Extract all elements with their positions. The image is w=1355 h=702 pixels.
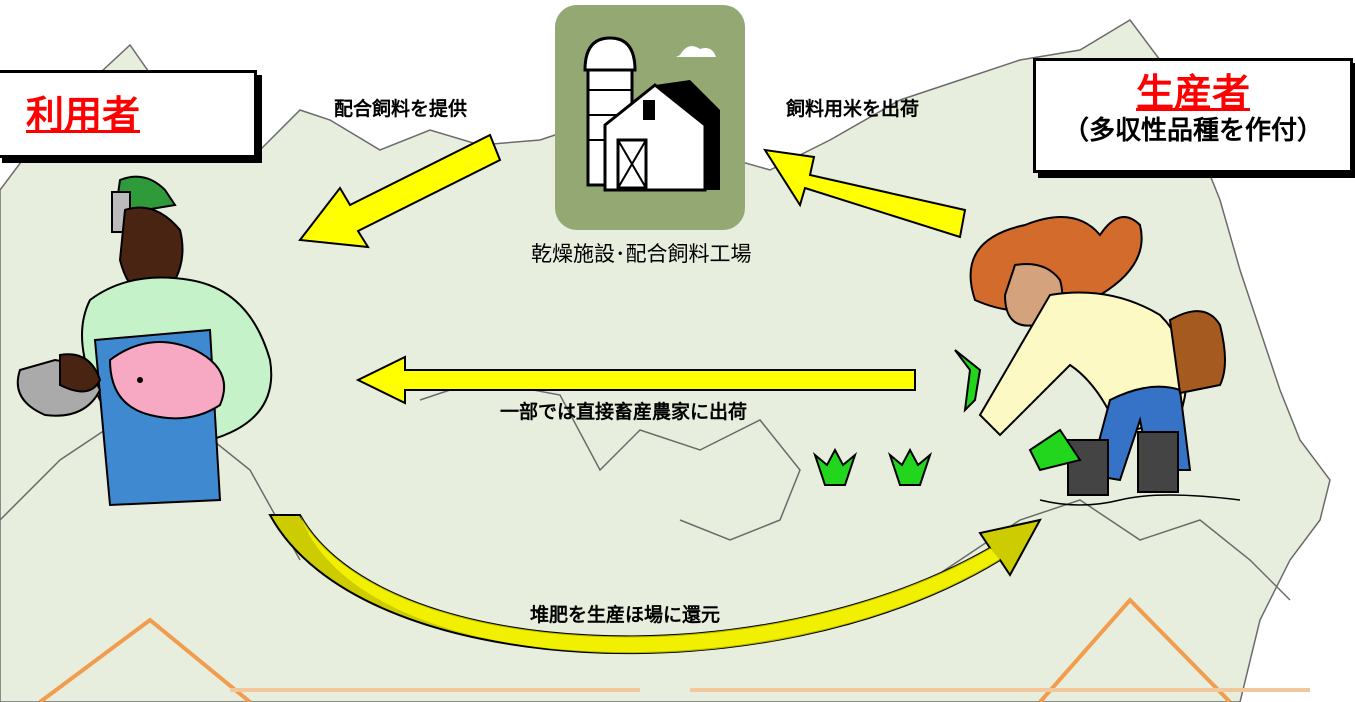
arrow-direct-ship (355, 355, 916, 405)
label-return-compost: 堆肥を生産ほ場に還元 (530, 604, 721, 626)
arrow-ship-feed-rice (762, 148, 967, 239)
rice-farmer-icon (812, 216, 1241, 506)
arrow-provide-feed (298, 133, 502, 249)
label-direct-ship: 一部では直接畜産農家に出荷 (500, 401, 748, 423)
mountain-left (38, 617, 252, 702)
label-provide-feed: 配合飼料を提供 (334, 98, 468, 120)
user-label-box: 利用者 (0, 70, 257, 158)
facility-caption: 乾燥施設･配合飼料工場 (531, 242, 752, 266)
user-title: 利用者 (26, 93, 141, 137)
producer-title: 生産者 (1135, 71, 1250, 115)
producer-label-box: 生産者 （多収性品種を作付） (1033, 58, 1353, 173)
mountain-right (1038, 597, 1232, 702)
producer-subtitle: （多収性品種を作付） (1062, 116, 1323, 146)
label-ship-feed-rice: 飼料用米を出荷 (786, 98, 920, 120)
livestock-farmer-icon (16, 175, 273, 507)
barn-silo-icon (555, 5, 745, 230)
